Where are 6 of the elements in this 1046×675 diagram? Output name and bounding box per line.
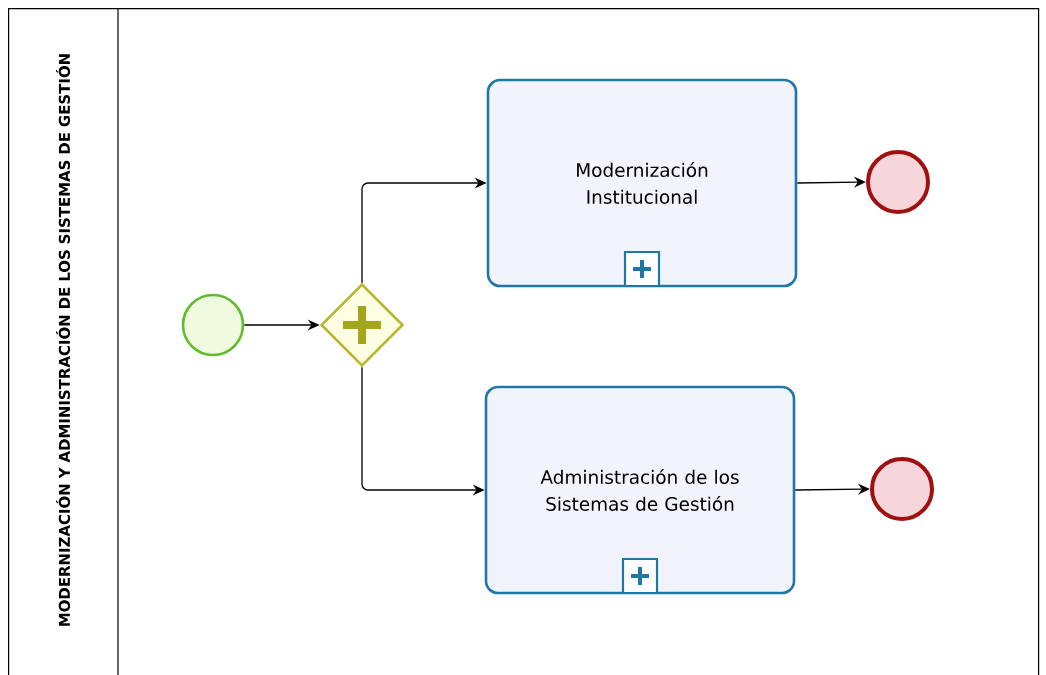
end-event-circle [870,457,934,521]
subprocess-box: Modernización Institucional [486,78,798,288]
lane-title: MODERNIZACIÓN Y ADMINISTRACIÓN DE LOS SISTEMAS DE GESTIÓN [56,54,71,626]
subprocess-box: Administración de los Sistemas de Gestión [484,385,796,595]
start-event-circle [181,293,245,357]
end-event-circle [866,150,930,214]
